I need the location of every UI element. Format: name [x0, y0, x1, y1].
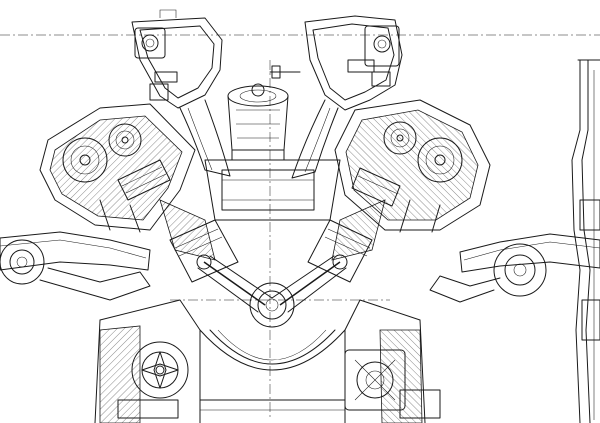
left-intake-runner	[131, 9, 231, 177]
engine-valley-block	[159, 159, 386, 261]
right-intake-runner	[269, 15, 403, 179]
right-auxiliary-unit	[344, 349, 441, 419]
oil-pump	[117, 341, 189, 419]
side-view-partial	[571, 59, 600, 423]
right-cylinder-head	[334, 99, 491, 233]
crankshaft	[199, 282, 346, 371]
left-piston-assembly	[169, 219, 273, 313]
right-turbocharger	[429, 233, 600, 303]
right-piston-assembly	[271, 219, 373, 313]
centre-lines	[0, 34, 600, 420]
left-turbocharger	[0, 231, 151, 301]
crankcase-sump	[94, 299, 426, 423]
